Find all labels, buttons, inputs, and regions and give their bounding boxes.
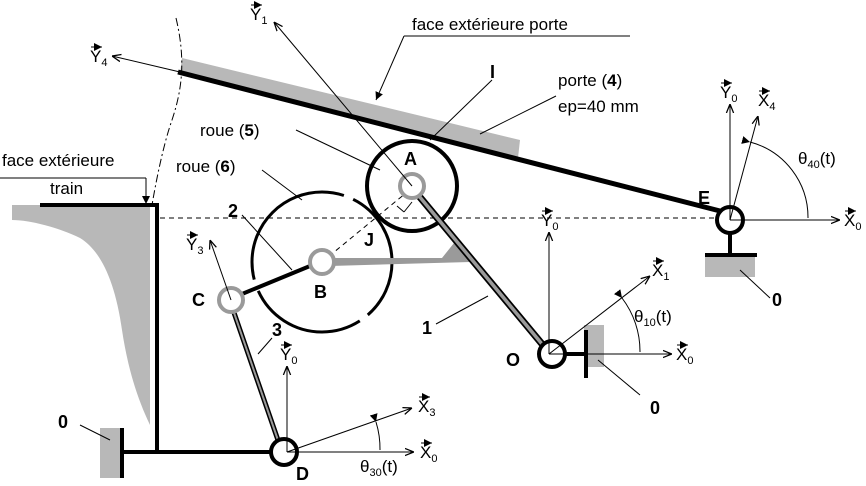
B-A-dashed-line [321,187,413,263]
leader-roue5 [295,129,381,171]
link-1-inner [412,188,549,352]
label-I: I [490,62,495,82]
label-face-train-1: face extérieure [2,151,114,170]
vec-X0-E: X0 [844,207,861,233]
label-roue5: roue (5) [200,121,260,140]
wheel-5 [365,139,459,233]
axis-X3 [286,408,412,453]
vec-X0-O: X0 [676,341,693,367]
link-2 [241,264,311,296]
vec-Y3: Y3 [186,231,203,257]
vec-Y1: Y1 [250,1,267,27]
label-0-left: 0 [58,412,68,432]
label-A: A [404,149,417,169]
plate-B-J [330,238,470,266]
label-E: E [698,188,710,208]
axis-X1 [548,276,650,355]
label-0-mid: 0 [650,398,660,418]
leader-0-left [79,424,111,441]
svg-text:X1: X1 [652,261,669,283]
angle-arc-theta10 [613,289,641,353]
label-C: C [192,290,205,310]
label-2: 2 [228,201,238,221]
svg-text:X0: X0 [676,345,693,367]
leader-3 [257,337,273,355]
leader-0-mid [597,359,641,396]
label-J: J [364,230,374,250]
svg-text:Y3: Y3 [186,235,203,257]
svg-text:X0: X0 [420,443,437,465]
label-1: 1 [422,318,432,338]
label-face-porte: face extérieure porte [412,15,568,34]
ground-block-mid [584,325,604,367]
vec-Y0-O: Y0 [541,207,558,233]
axis-Y3 [210,240,232,301]
angle-arc-theta30 [369,413,381,451]
vec-X3: X3 [418,393,435,419]
tangent-mark-J [403,201,413,213]
label-theta40: θ40(t) [798,149,836,171]
svg-text:X0: X0 [844,211,861,233]
leader-2 [241,214,293,271]
label-theta30: θ30(t) [360,457,398,479]
svg-text:X4: X4 [758,91,775,113]
ground-block-left [100,428,122,478]
leader-I [429,79,493,141]
label-roue6: roue (6) [176,157,236,176]
angle-arc-theta40 [741,136,809,219]
label-O: O [506,350,520,370]
vec-X1: X1 [652,257,669,283]
label-ep: ep=40 mm [558,97,639,116]
axis-X4 [729,116,758,221]
door-outer-face-band [180,58,520,158]
leader-porte [479,95,557,135]
label-3: 3 [272,320,282,340]
svg-text:Y4: Y4 [90,47,107,69]
label-D: D [296,464,309,484]
leader-face-porte [375,35,405,101]
leader-0-right [739,269,771,299]
axis-Y4 [112,56,181,73]
leader-roue6 [261,169,303,201]
label-0-right: 0 [772,290,782,310]
vec-Y0-D: Y0 [280,341,297,367]
label-porte: porte (4) [558,71,622,90]
train-outer-face [12,205,150,425]
vec-X0-D: X0 [420,439,437,465]
label-B: B [314,282,327,302]
label-theta10: θ10(t) [634,307,672,329]
ground-block-right [705,255,755,277]
svg-text:Y0: Y0 [720,83,737,105]
svg-text:Y0: Y0 [280,345,297,367]
door-sweep-arc [151,17,183,206]
label-face-train-2: train [50,179,83,198]
svg-text:Y0: Y0 [541,211,558,233]
vec-X4: X4 [758,87,775,113]
svg-text:Y1: Y1 [250,5,267,27]
vec-Y4: Y4 [90,43,107,69]
svg-text:X3: X3 [418,397,435,419]
door-4 [177,69,725,215]
vec-Y0-E: Y0 [720,79,737,105]
tangent-mark-J2 [396,205,405,213]
leader-1 [435,295,489,325]
joint-B [308,248,336,276]
axis-Y1 [274,22,413,187]
link-3-inner [230,303,281,447]
